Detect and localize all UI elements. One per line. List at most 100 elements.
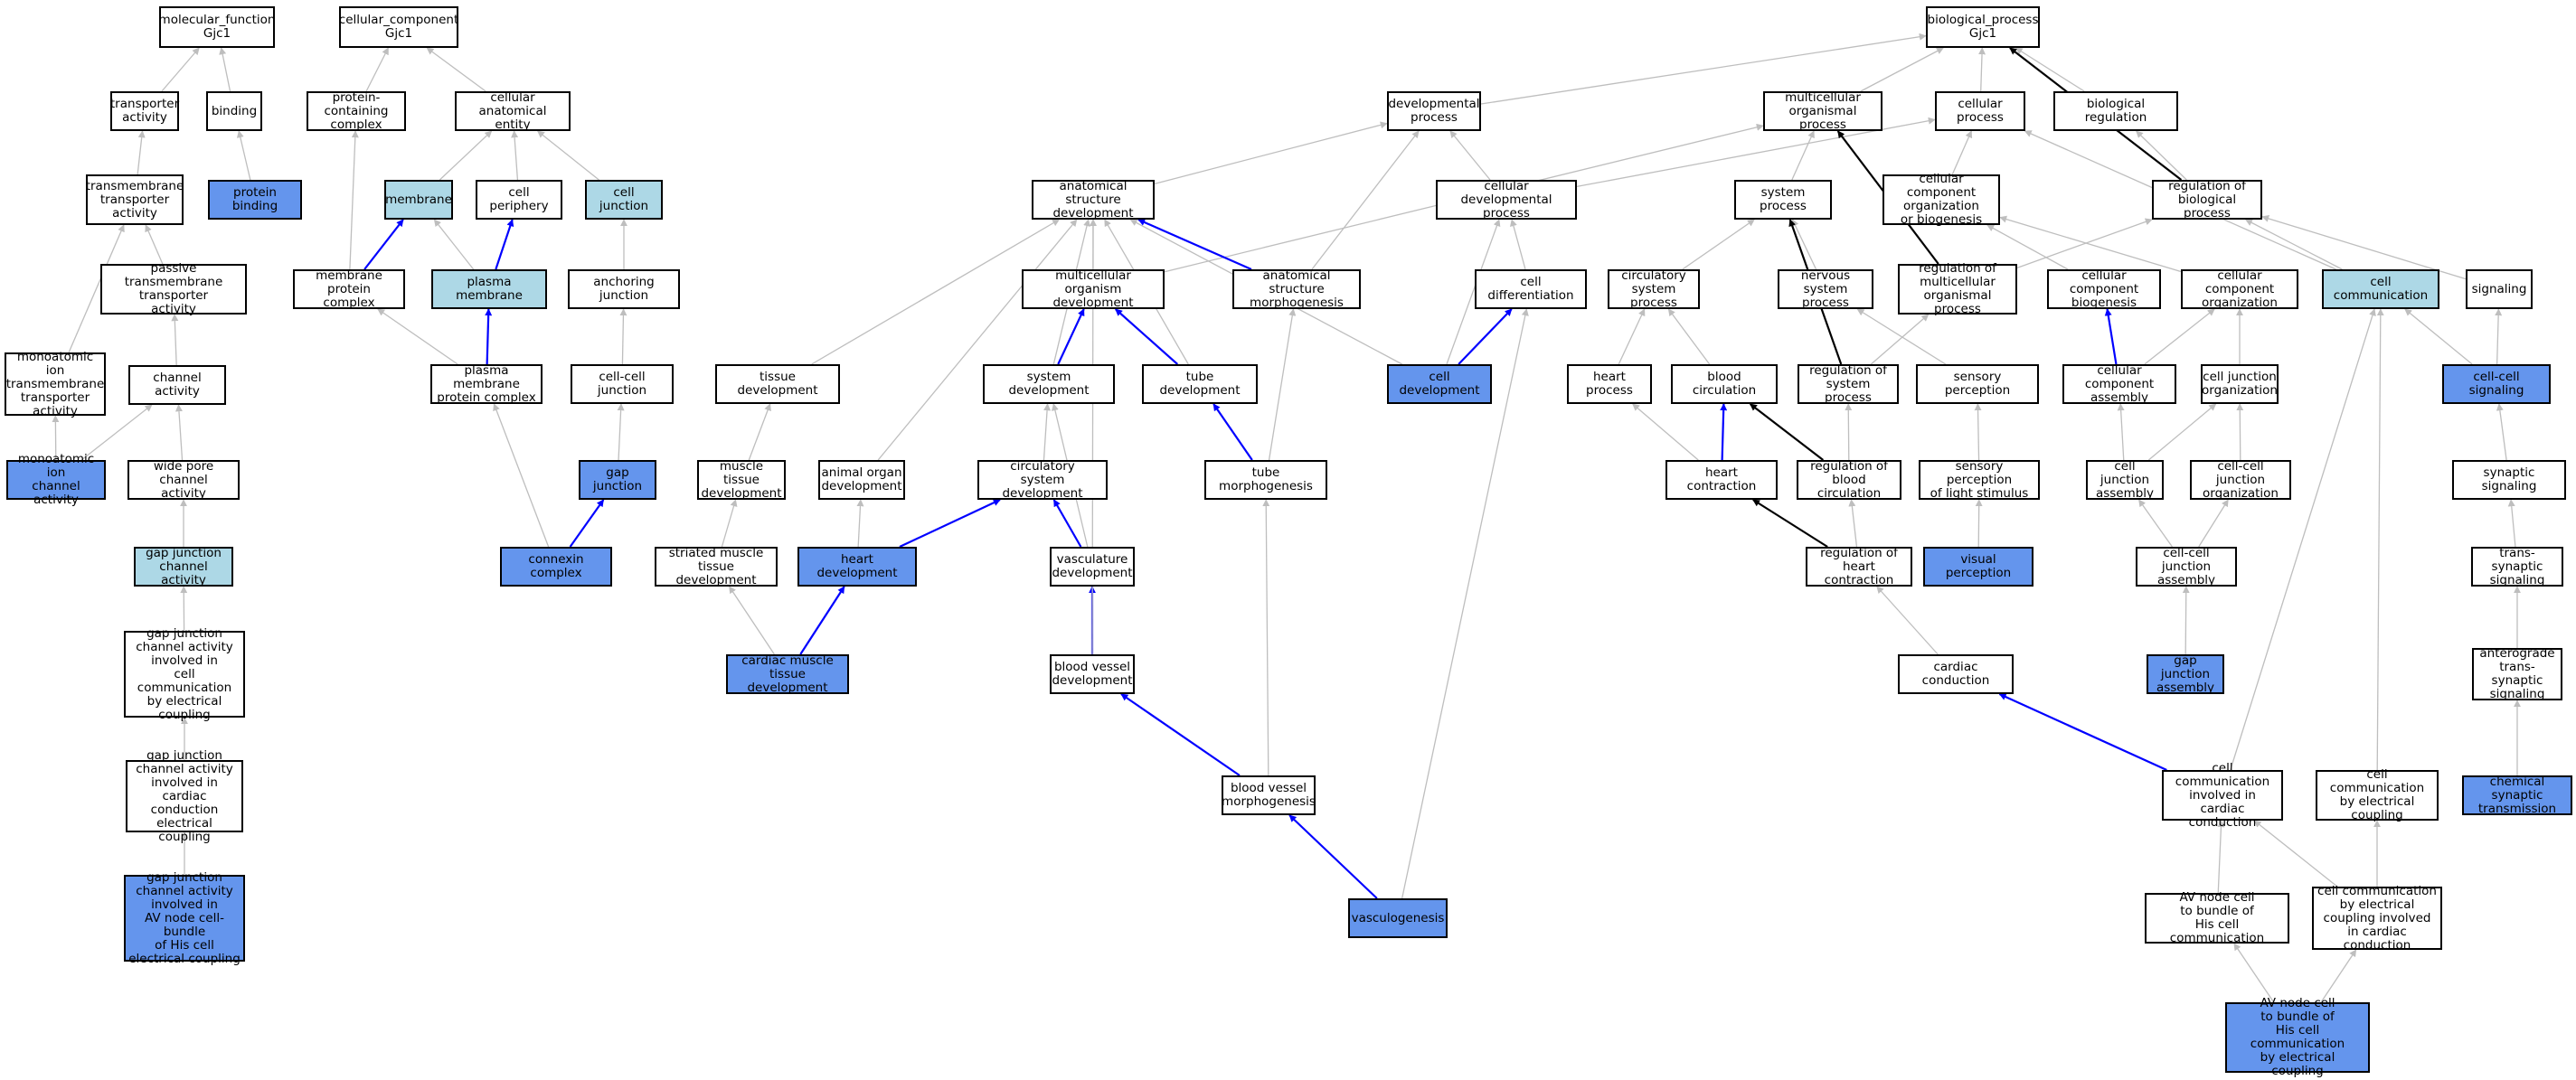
node-cc-root[interactable]: cellular_component Gjc1 bbox=[339, 6, 458, 48]
node-regulation-of-mop[interactable]: regulation of multicellular organismal p… bbox=[1898, 262, 2017, 316]
node-cell-cell-junction[interactable]: cell-cell junction bbox=[571, 364, 674, 404]
node-visual-perception[interactable]: visual perception bbox=[1923, 547, 2033, 587]
node-gj-channel-cardiac[interactable]: gap junction channel activity involved i… bbox=[126, 748, 243, 843]
node-monoatomic-channel[interactable]: monoatomic ion channel activity bbox=[6, 453, 106, 507]
node-cardiac-conduction[interactable]: cardiac conduction bbox=[1898, 654, 2014, 694]
node-binding[interactable]: binding bbox=[206, 91, 262, 131]
node-system-process[interactable]: system process bbox=[1734, 180, 1832, 220]
node-connexin-complex[interactable]: connexin complex bbox=[500, 547, 612, 587]
edge-tissue_development-to-anatomical_structure_development bbox=[811, 219, 1061, 365]
node-gap-junction[interactable]: gap junction bbox=[579, 460, 656, 500]
node-striated-muscle-tissue-development[interactable]: striated muscle tissue development bbox=[655, 546, 778, 587]
edge-cell_junction-to-cellular_anatomical_entity bbox=[536, 130, 599, 181]
node-cell-differentiation[interactable]: cell differentiation bbox=[1475, 269, 1587, 309]
node-cell-junction-assembly[interactable]: cell junction assembly bbox=[2086, 459, 2164, 500]
edge-protein_binding-to-binding bbox=[236, 130, 251, 181]
node-heart-development[interactable]: heart development bbox=[797, 547, 917, 587]
node-nervous-system-process[interactable]: nervous system process bbox=[1778, 268, 1873, 309]
node-heart-process[interactable]: heart process bbox=[1567, 364, 1652, 404]
node-sensory-perception-light[interactable]: sensory perception of light stimulus bbox=[1919, 459, 2040, 500]
node-cardiac-muscle-tissue-development[interactable]: cardiac muscle tissue development bbox=[726, 653, 849, 694]
node-cell-junction-organization[interactable]: cell junction organization bbox=[2201, 364, 2279, 404]
node-cc-electrical-coupling[interactable]: cell communication by electrical couplin… bbox=[2316, 768, 2439, 822]
node-channel-activity[interactable]: channel activity bbox=[128, 365, 226, 405]
node-trans-synaptic-signaling[interactable]: trans-synaptic signaling bbox=[2471, 546, 2563, 587]
node-mf-root[interactable]: molecular_function Gjc1 bbox=[159, 6, 275, 48]
node-transmembrane-transporter[interactable]: transmembrane transporter activity bbox=[86, 174, 184, 225]
node-blood-circulation[interactable]: blood circulation bbox=[1671, 364, 1778, 404]
node-circulatory-system-process[interactable]: circulatory system process bbox=[1608, 268, 1700, 309]
node-developmental-process[interactable]: developmental process bbox=[1387, 91, 1481, 131]
node-synaptic-signaling[interactable]: synaptic signaling bbox=[2452, 460, 2566, 500]
node-multicellular-organism-development[interactable]: multicellular organism development bbox=[1022, 268, 1165, 309]
edge-transmembrane_transporter-to-transporter_activity bbox=[137, 130, 146, 175]
node-heart-contraction[interactable]: heart contraction bbox=[1665, 460, 1778, 500]
edge-transporter_activity-to-mf_root bbox=[161, 47, 200, 92]
node-regulation-of-blood-circulation[interactable]: regulation of blood circulation bbox=[1797, 459, 1901, 500]
node-regulation-of-bp[interactable]: regulation of biological process bbox=[2152, 179, 2262, 220]
node-signaling[interactable]: signaling bbox=[2466, 269, 2533, 309]
node-cell-development[interactable]: cell development bbox=[1387, 364, 1492, 404]
node-gj-channel-cell-comm[interactable]: gap junction channel activity involved i… bbox=[124, 626, 245, 721]
node-blood-vessel-morphogenesis[interactable]: blood vessel morphogenesis bbox=[1222, 775, 1316, 815]
edge-heart_development-to-animal_organ_development bbox=[856, 499, 864, 548]
node-system-development[interactable]: system development bbox=[983, 364, 1115, 404]
edge-cell_cell_junction_organization-to-cell_junction_organization bbox=[2236, 403, 2244, 461]
node-multicellular-organismal-process[interactable]: multicellular organismal process bbox=[1763, 90, 1882, 131]
node-av-node-to-his[interactable]: AV node cell to bundle of His cell commu… bbox=[2145, 891, 2289, 945]
edge-gap_junction-to-cell_cell_junction bbox=[617, 403, 625, 461]
node-chemical-synaptic-transmission[interactable]: chemical synaptic transmission bbox=[2462, 775, 2572, 815]
node-vasculogenesis[interactable]: vasculogenesis bbox=[1348, 898, 1448, 938]
node-passive-transmembrane[interactable]: passive transmembrane transporter activi… bbox=[100, 262, 247, 316]
node-membrane-protein-complex[interactable]: membrane protein complex bbox=[293, 268, 405, 309]
edge-cellular_component_assembly-to-cellular_component_organization bbox=[2144, 308, 2215, 365]
node-protein-binding[interactable]: protein binding bbox=[208, 180, 302, 220]
node-plasma-membrane[interactable]: plasma membrane bbox=[431, 269, 547, 309]
node-gj-channel-activity[interactable]: gap junction channel activity bbox=[134, 546, 233, 587]
node-anatomical-structure-morphogenesis[interactable]: anatomical structure morphogenesis bbox=[1232, 268, 1361, 309]
node-biological-regulation[interactable]: biological regulation bbox=[2053, 91, 2178, 131]
node-regulation-of-system-process[interactable]: regulation of system process bbox=[1798, 363, 1899, 404]
node-cell-cell-junction-assembly[interactable]: cell-cell junction assembly bbox=[2136, 546, 2237, 587]
node-cell-communication[interactable]: cell communication bbox=[2322, 269, 2439, 309]
node-bp-root[interactable]: biological_process Gjc1 bbox=[1926, 6, 2040, 48]
node-transporter-activity[interactable]: transporter activity bbox=[110, 91, 179, 131]
node-tube-development[interactable]: tube development bbox=[1142, 364, 1258, 404]
node-cell-periphery[interactable]: cell periphery bbox=[476, 180, 562, 220]
node-tissue-development[interactable]: tissue development bbox=[715, 364, 840, 404]
node-ccob[interactable]: cellular component organization or bioge… bbox=[1882, 173, 2000, 227]
node-gap-junction-assembly[interactable]: gap junction assembly bbox=[2147, 653, 2224, 694]
node-tube-morphogenesis[interactable]: tube morphogenesis bbox=[1204, 460, 1327, 500]
node-cell-cell-junction-organization[interactable]: cell-cell junction organization bbox=[2190, 459, 2291, 500]
node-sensory-perception[interactable]: sensory perception bbox=[1916, 364, 2039, 404]
node-circulatory-system-development[interactable]: circulatory system development bbox=[977, 459, 1108, 500]
node-blood-vessel-development[interactable]: blood vessel development bbox=[1050, 654, 1135, 694]
node-muscle-tissue-development[interactable]: muscle tissue development bbox=[697, 459, 786, 500]
node-cellular-developmental-process[interactable]: cellular developmental process bbox=[1436, 179, 1577, 220]
node-cell-junction[interactable]: cell junction bbox=[585, 180, 663, 220]
node-anatomical-structure-development[interactable]: anatomical structure development bbox=[1032, 179, 1155, 220]
node-vasculature-development[interactable]: vasculature development bbox=[1050, 547, 1135, 587]
node-cellular-component-biogenesis[interactable]: cellular component biogenesis bbox=[2047, 268, 2161, 309]
node-cellular-component-organization[interactable]: cellular component organization bbox=[2181, 268, 2298, 309]
node-cellular-process[interactable]: cellular process bbox=[1935, 91, 2025, 131]
node-cell-cell-signaling[interactable]: cell-cell signaling bbox=[2442, 364, 2551, 404]
node-wide-pore[interactable]: wide pore channel activity bbox=[127, 459, 240, 500]
node-animal-organ-development[interactable]: animal organ development bbox=[818, 460, 905, 500]
node-cc-electrical-cardiac[interactable]: cell communication by electrical couplin… bbox=[2312, 884, 2442, 952]
node-monoatomic-transporter[interactable]: monoatomic ion transmembrane transporter… bbox=[5, 349, 106, 418]
node-anchoring-junction[interactable]: anchoring junction bbox=[568, 269, 680, 309]
node-pm-protein-complex[interactable]: plasma membrane protein complex bbox=[430, 363, 543, 404]
edge-cell_differentiation-to-cellular_developmental_process bbox=[1510, 219, 1526, 270]
node-regulation-of-heart-contraction[interactable]: regulation of heart contraction bbox=[1806, 546, 1912, 587]
node-cellular-component-assembly[interactable]: cellular component assembly bbox=[2062, 363, 2176, 404]
node-av-node-his-electrical[interactable]: AV node cell to bundle of His cell commu… bbox=[2225, 997, 2370, 1078]
edge-plasma_membrane-to-cell_periphery bbox=[495, 219, 514, 270]
node-cc-cardiac-conduction[interactable]: cell communication involved in cardiac c… bbox=[2162, 761, 2283, 829]
node-protein-containing-complex[interactable]: protein-containing complex bbox=[307, 90, 406, 131]
node-membrane[interactable]: membrane bbox=[384, 180, 453, 220]
node-anterograde-signaling[interactable]: anterograde trans-synaptic signaling bbox=[2472, 647, 2562, 701]
node-gj-channel-av[interactable]: gap junction channel activity involved i… bbox=[124, 870, 245, 965]
edge-tube_morphogenesis-to-tube_development bbox=[1213, 403, 1253, 461]
node-cellular-anatomical-entity[interactable]: cellular anatomical entity bbox=[455, 90, 571, 131]
